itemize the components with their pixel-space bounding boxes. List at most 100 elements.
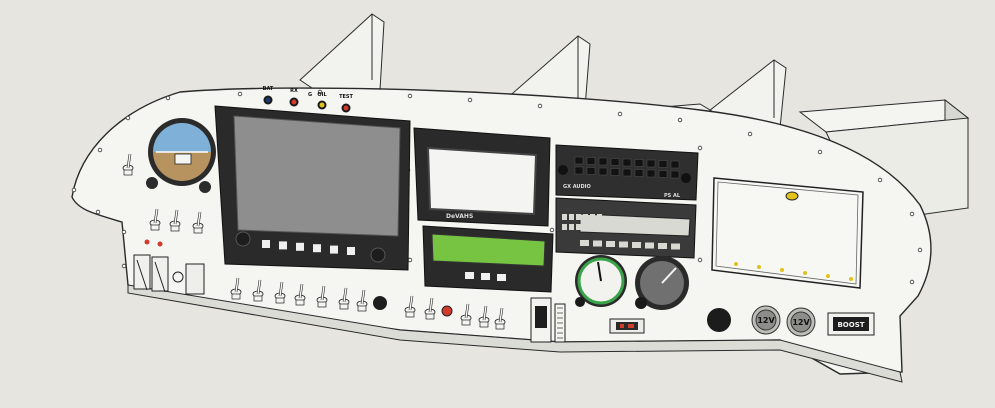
audio-key[interactable] — [634, 159, 644, 167]
com-radio-key[interactable] — [590, 214, 595, 220]
primary-display-buttons — [262, 240, 355, 255]
com-radio-key[interactable] — [619, 241, 628, 248]
attitude-knob-right[interactable] — [199, 181, 211, 193]
toggle-switch[interactable] — [230, 277, 242, 300]
com-radio-key[interactable] — [658, 243, 667, 249]
audio-squelch-knob[interactable] — [681, 173, 691, 183]
audio-key[interactable] — [634, 169, 644, 177]
attitude-knob-left[interactable] — [146, 177, 158, 189]
flap-switch-rocker[interactable] — [535, 306, 547, 328]
primary-display-softkey[interactable] — [262, 240, 270, 248]
toggle-switch[interactable] — [192, 211, 204, 234]
engine-monitor-button-3[interactable] — [497, 274, 506, 281]
primary-display-knob-left[interactable] — [235, 231, 251, 247]
primary-display-softkey[interactable] — [279, 241, 287, 250]
toggle-switch[interactable] — [478, 305, 490, 328]
audio-key[interactable] — [574, 156, 584, 165]
audio-key[interactable] — [622, 168, 632, 177]
toggle-switch[interactable] — [274, 281, 286, 304]
audio-key[interactable] — [670, 170, 680, 179]
warning-light-label: OIL — [317, 92, 327, 98]
audio-key[interactable] — [670, 160, 680, 169]
primary-display-softkey[interactable] — [347, 247, 355, 255]
audio-key[interactable] — [586, 167, 596, 175]
primary-display-softkey[interactable] — [330, 245, 338, 254]
com-radio-key[interactable] — [580, 240, 589, 246]
toggle-switch[interactable] — [316, 285, 328, 308]
toggle-switch[interactable] — [424, 297, 436, 320]
red-push-button[interactable] — [441, 305, 453, 317]
primary-display-knob-right[interactable] — [370, 247, 386, 263]
access-plate-latch[interactable] — [785, 191, 799, 201]
com-radio-key[interactable] — [576, 214, 581, 220]
power-outlet-1: 12V — [751, 305, 781, 335]
ignition-block[interactable] — [185, 263, 205, 295]
rivet — [909, 211, 915, 217]
access-plate-led — [849, 277, 853, 281]
toggle-switch[interactable] — [294, 283, 306, 306]
toggle-switch[interactable] — [149, 208, 161, 231]
com-radio-key[interactable] — [606, 241, 615, 247]
com-radio-key[interactable] — [576, 224, 581, 230]
com-radio-key[interactable] — [597, 224, 602, 230]
audio-key[interactable] — [610, 158, 620, 166]
power-outlet-1-label: 12V — [757, 316, 775, 325]
toggle-switch[interactable] — [460, 303, 472, 326]
boost-switch-rocker[interactable] — [833, 317, 869, 331]
com-radio-key[interactable] — [569, 224, 574, 230]
audio-key[interactable] — [586, 157, 596, 165]
gauge-left-needle — [597, 261, 602, 282]
com-radio-key[interactable] — [597, 214, 602, 220]
audio-key[interactable] — [610, 168, 620, 176]
audio-key[interactable] — [574, 166, 584, 175]
toggle-switch[interactable] — [356, 289, 368, 312]
com-radio-key[interactable] — [671, 243, 680, 250]
com-radio-key[interactable] — [593, 240, 602, 247]
audio-key[interactable] — [658, 160, 668, 168]
rivet — [71, 187, 77, 193]
toggle-switch[interactable] — [494, 307, 506, 330]
warning-light-label: TEST — [339, 94, 353, 100]
com-radio-key[interactable] — [590, 224, 595, 230]
master-switch-1[interactable] — [133, 254, 151, 290]
warning-light-label: G — [308, 92, 312, 98]
com-radio-key[interactable] — [569, 214, 574, 220]
master-switch-2[interactable] — [151, 256, 169, 292]
com-radio-key[interactable] — [583, 224, 588, 230]
audio-key[interactable] — [658, 170, 668, 178]
attitude-aircraft-symbol — [174, 153, 192, 165]
key-switch[interactable] — [172, 271, 184, 283]
dimmer-knob[interactable] — [373, 296, 387, 310]
com-radio-key[interactable] — [562, 224, 567, 230]
rivet — [121, 229, 127, 235]
rivet — [467, 97, 473, 103]
gauge-right-knob[interactable] — [635, 297, 647, 309]
access-plate-led — [826, 274, 830, 278]
toggle-switch[interactable] — [252, 279, 264, 302]
primary-display-softkey[interactable] — [296, 242, 304, 251]
com-radio-key[interactable] — [562, 214, 567, 220]
audio-key[interactable] — [646, 169, 656, 178]
audio-key[interactable] — [598, 157, 608, 166]
gauge-left-knob[interactable] — [575, 297, 585, 307]
rivet — [237, 91, 243, 97]
toggle-switch[interactable] — [169, 209, 181, 232]
com-radio-key[interactable] — [583, 214, 588, 220]
com-radio-key[interactable] — [632, 242, 641, 248]
engine-monitor-button-1[interactable] — [465, 272, 474, 279]
engine-monitor-button-2[interactable] — [481, 273, 490, 280]
audio-volume-knob[interactable] — [558, 165, 568, 175]
toggle-switch[interactable] — [404, 295, 416, 318]
com-radio-key[interactable] — [645, 242, 654, 249]
throttle-knob[interactable] — [707, 308, 731, 332]
primary-display-softkey[interactable] — [313, 244, 321, 253]
led-segment-2 — [628, 324, 634, 328]
audio-key[interactable] — [598, 167, 608, 176]
audio-key[interactable] — [646, 159, 656, 168]
toggle-switch[interactable] — [122, 153, 134, 176]
gps-unit: DeVAHS — [413, 127, 551, 227]
toggle-switch[interactable] — [338, 287, 350, 310]
boost-switch[interactable]: BOOST — [827, 312, 875, 336]
audio-key[interactable] — [622, 158, 632, 167]
